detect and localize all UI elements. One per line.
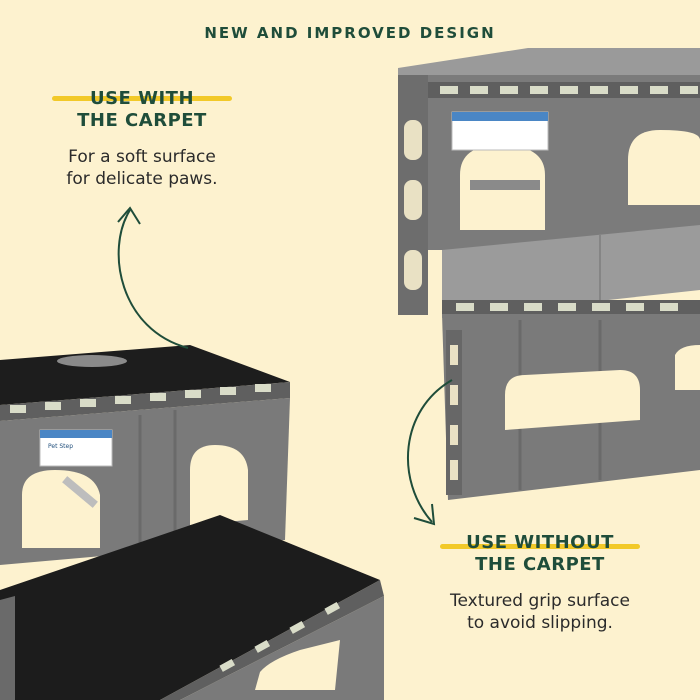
callout-heading-line2: THE CARPET: [77, 110, 207, 131]
arrow-to-carpet-icon: [117, 206, 189, 349]
callout-heading-line1: USE WITHOUT: [466, 532, 614, 553]
heading-highlight: [52, 96, 232, 101]
callout-heading-line2: THE CARPET: [475, 554, 605, 575]
callout-heading-line1: USE WITH: [89, 88, 195, 109]
callout-description: Textured grip surface to avoid slipping.: [430, 590, 650, 634]
arrow-to-plain-surface-icon: [406, 379, 453, 526]
callout-description: For a soft surface for delicate paws.: [52, 146, 232, 190]
callout-description-line1: For a soft surface: [68, 147, 216, 167]
product-label-text: Pet Step: [48, 443, 73, 450]
heading-highlight: [440, 544, 640, 549]
callout-description-line2: for delicate paws.: [66, 169, 218, 189]
callout-description-line2: to avoid slipping.: [467, 613, 613, 633]
callout-description-line1: Textured grip surface: [450, 591, 630, 611]
page-title: NEW AND IMPROVED DESIGN: [204, 24, 496, 42]
step-without-carpet-image: [398, 48, 700, 500]
step-with-carpet-image: Pet Step: [0, 345, 384, 700]
callout-with-carpet: USE WITH THE CARPET For a soft surface f…: [52, 88, 232, 190]
callout-without-carpet: USE WITHOUT THE CARPET Textured grip sur…: [430, 532, 650, 634]
